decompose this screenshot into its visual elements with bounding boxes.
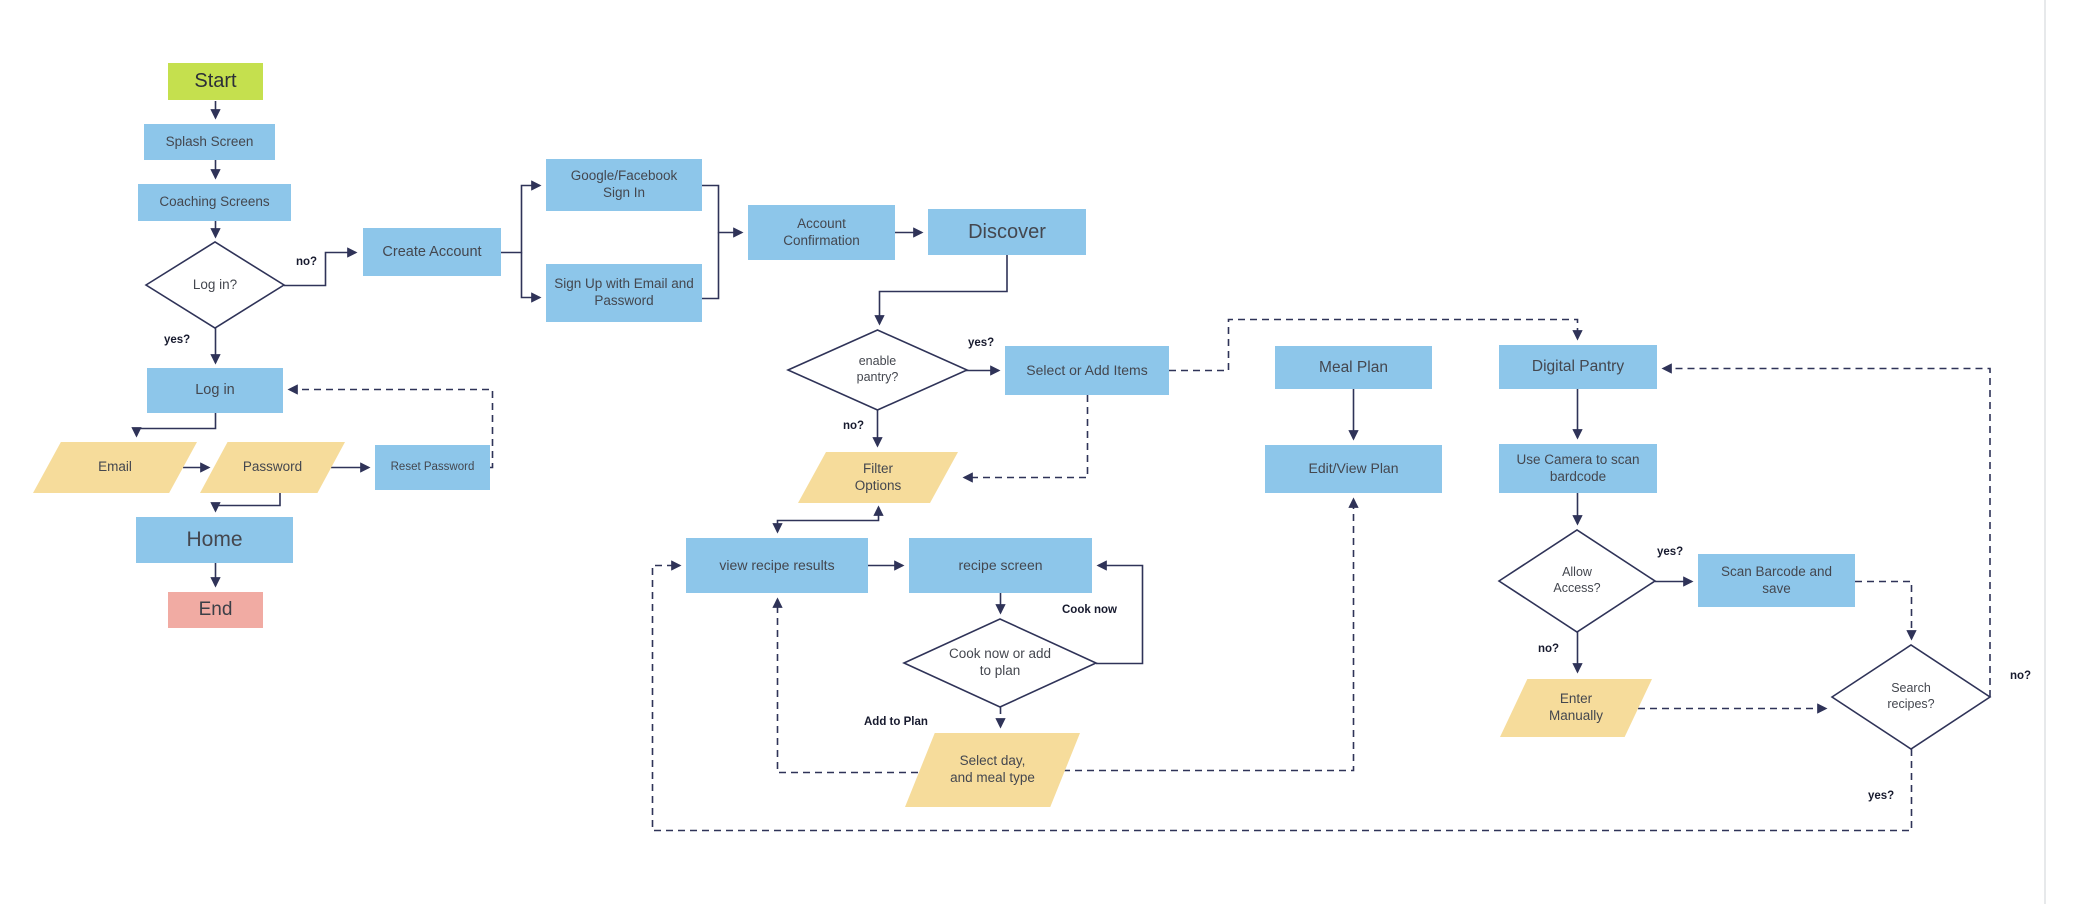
edge-filter-viewresults-bidir bbox=[772, 505, 884, 534]
node-end-label: End bbox=[198, 599, 233, 621]
node-recipe-screen[interactable]: recipe screen bbox=[909, 538, 1092, 593]
decision-search-recipes[interactable] bbox=[1830, 644, 1992, 750]
node-scan-barcode-save[interactable]: Scan Barcode and save bbox=[1698, 554, 1855, 607]
node-recipe-screen-label: recipe screen bbox=[958, 556, 1043, 573]
node-create-account-label: Create Account bbox=[382, 243, 482, 260]
node-discover[interactable]: Discover bbox=[928, 209, 1086, 255]
decision-cook-now-or-add-label: Cook now or add to plan bbox=[948, 646, 1052, 678]
edge-label-login-no: no? bbox=[296, 256, 318, 268]
edge-selectday-editview-dashed bbox=[1063, 497, 1359, 772]
edge-selectday-viewresults-dashed bbox=[772, 597, 918, 774]
decision-search-recipes-label: Search recipes? bbox=[1887, 681, 1935, 711]
edge-label-search-yes: yes? bbox=[1868, 790, 1895, 802]
node-start[interactable]: Start bbox=[168, 63, 263, 100]
node-start-label: Start bbox=[194, 70, 237, 92]
edge-label-pantry-yes: yes? bbox=[968, 337, 995, 349]
node-discover-label: Discover bbox=[968, 220, 1046, 243]
edge-signup-merge bbox=[702, 232, 720, 300]
node-google-facebook-sign-in[interactable]: Google/Facebook Sign In bbox=[546, 159, 702, 211]
node-sign-up-email-password[interactable]: Sign Up with Email and Password bbox=[546, 264, 702, 322]
node-log-in-q-text: Log in? bbox=[146, 242, 284, 328]
node-enter-manually-label: Enter Manually bbox=[1548, 691, 1604, 723]
decision-enable-pantry[interactable] bbox=[786, 329, 969, 411]
node-select-day-meal-type[interactable]: Select day, and meal type bbox=[905, 733, 1080, 807]
edge-label-add-to-plan: Add to Plan bbox=[864, 716, 928, 728]
node-email[interactable]: Email bbox=[33, 442, 197, 493]
edge-createaccount-google bbox=[501, 180, 542, 254]
node-use-camera-scan-label: Use Camera to scan bardcode bbox=[1516, 451, 1640, 484]
edge-selectadd-digitalpantry-dashed bbox=[1169, 318, 1583, 372]
node-coaching-screens-label: Coaching Screens bbox=[159, 194, 270, 210]
node-sign-up-label: Sign Up with Email and Password bbox=[554, 276, 694, 308]
node-splash-screen-label: Splash Screen bbox=[165, 133, 254, 149]
edge-login-email bbox=[131, 413, 217, 438]
node-meal-plan[interactable]: Meal Plan bbox=[1275, 346, 1432, 389]
decision-cook-now-or-add[interactable] bbox=[902, 618, 1098, 708]
edge-label-access-yes: yes? bbox=[1657, 546, 1684, 558]
edge-searchq-viewresults-dashed bbox=[651, 560, 1913, 832]
node-digital-pantry-label: Digital Pantry bbox=[1531, 358, 1625, 376]
node-select-day-meal-type-label: Select day, and meal type bbox=[950, 753, 1035, 785]
edge-password-home bbox=[210, 492, 281, 513]
edge-label-cook-now: Cook now bbox=[1062, 604, 1117, 616]
edge-google-accountconf bbox=[702, 184, 744, 238]
edge-label-access-no: no? bbox=[1538, 643, 1560, 655]
edge-selectadd-filter-dashed bbox=[962, 395, 1089, 483]
node-log-in[interactable]: Log in bbox=[147, 368, 283, 413]
node-digital-pantry[interactable]: Digital Pantry bbox=[1499, 345, 1657, 389]
edge-discover-pantryq bbox=[874, 255, 1008, 326]
node-end[interactable]: End bbox=[168, 592, 263, 628]
node-filter-options-label: Filter Options bbox=[854, 460, 902, 493]
node-splash-screen[interactable]: Splash Screen bbox=[144, 124, 275, 160]
node-enter-manually[interactable]: Enter Manually bbox=[1500, 679, 1652, 737]
node-filter-options[interactable]: Filter Options bbox=[798, 452, 958, 503]
node-edit-view-plan[interactable]: Edit/View Plan bbox=[1265, 445, 1442, 493]
node-password-label: Password bbox=[242, 459, 303, 475]
edge-label-pantry-no: no? bbox=[843, 420, 865, 432]
edge-label-search-no: no? bbox=[2010, 670, 2032, 682]
node-create-account[interactable]: Create Account bbox=[363, 228, 501, 276]
node-meal-plan-label: Meal Plan bbox=[1319, 358, 1388, 376]
node-use-camera-scan[interactable]: Use Camera to scan bardcode bbox=[1499, 444, 1657, 493]
node-account-confirmation[interactable]: Account Confirmation bbox=[748, 205, 895, 260]
node-home-label: Home bbox=[186, 527, 243, 551]
decision-log-in-label: Log in? bbox=[192, 276, 238, 292]
node-enable-pantry-q-text: enable pantry? bbox=[788, 330, 967, 410]
node-scan-barcode-save-label: Scan Barcode and save bbox=[1720, 563, 1833, 596]
node-view-recipe-results[interactable]: view recipe results bbox=[686, 538, 868, 593]
node-select-or-add-items-label: Select or Add Items bbox=[1026, 361, 1148, 378]
node-search-recipes-q-text: Search recipes? bbox=[1832, 645, 1990, 749]
edge-loginq-createaccount bbox=[284, 247, 358, 287]
node-log-in-label: Log in bbox=[195, 382, 235, 399]
decision-allow-access[interactable] bbox=[1497, 529, 1657, 633]
edge-label-login-yes: yes? bbox=[164, 334, 191, 346]
node-reset-password-label: Reset Password bbox=[390, 461, 475, 474]
node-google-facebook-label: Google/Facebook Sign In bbox=[570, 168, 678, 200]
edge-cookq-recipescreen-loop bbox=[1096, 560, 1144, 665]
node-allow-access-q-text: Allow Access? bbox=[1499, 530, 1655, 632]
node-select-or-add-items[interactable]: Select or Add Items bbox=[1005, 346, 1169, 395]
node-account-confirmation-label: Account Confirmation bbox=[783, 215, 860, 248]
edge-searchq-digitalpantry-dashed bbox=[1661, 363, 1991, 697]
node-edit-view-plan-label: Edit/View Plan bbox=[1308, 460, 1399, 477]
edge-scanbarcode-searchq-dashed bbox=[1855, 580, 1917, 641]
decision-enable-pantry-label: enable pantry? bbox=[856, 354, 899, 384]
node-home[interactable]: Home bbox=[136, 517, 293, 563]
decision-allow-access-label: Allow Access? bbox=[1553, 565, 1601, 595]
node-reset-password[interactable]: Reset Password bbox=[375, 445, 490, 490]
edge-createaccount-signup bbox=[520, 252, 542, 303]
node-password[interactable]: Password bbox=[200, 442, 345, 493]
decision-log-in[interactable] bbox=[144, 241, 286, 329]
node-cook-now-or-add-q-text: Cook now or add to plan bbox=[904, 619, 1096, 707]
node-view-recipe-results-label: view recipe results bbox=[719, 556, 835, 573]
edge-reset-login-dashed bbox=[287, 384, 494, 469]
node-coaching-screens[interactable]: Coaching Screens bbox=[138, 184, 291, 221]
node-email-label: Email bbox=[98, 459, 132, 475]
